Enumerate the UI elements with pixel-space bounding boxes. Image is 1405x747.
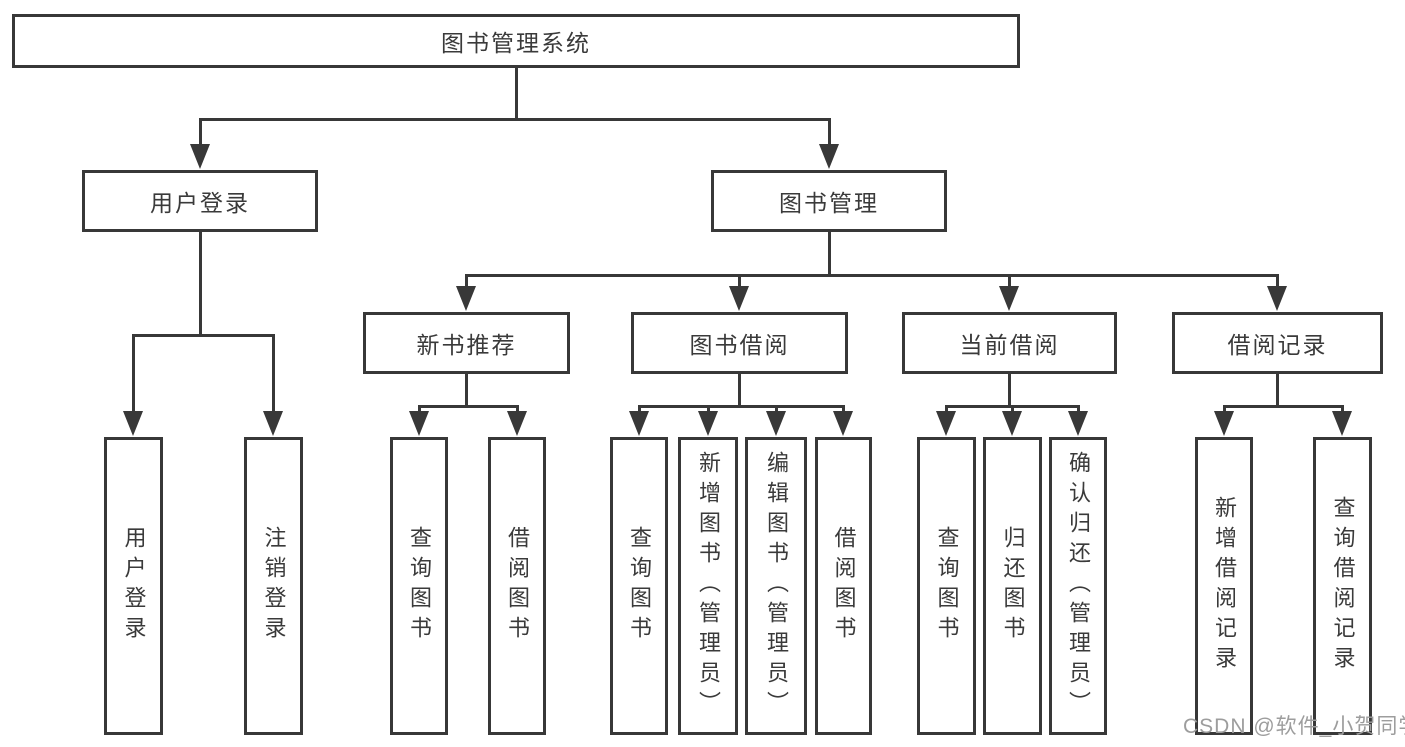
connector-line <box>1276 275 1279 292</box>
leaf-logout: 注销登录 <box>244 437 303 735</box>
node-label: 当前借阅 <box>959 332 1060 358</box>
arrowhead-down-icon <box>766 411 786 436</box>
connector-line <box>828 119 831 148</box>
watermark: CSDN @软件_小贺同学 <box>1183 715 1405 738</box>
connector-line <box>945 405 1080 408</box>
arrowhead-down-icon <box>999 286 1019 311</box>
arrowhead-down-icon <box>1332 411 1352 436</box>
connector-line <box>1008 374 1011 408</box>
leaf-add-book-admin: 新增图书（管理员） <box>678 437 738 735</box>
node-label: 用户登录 <box>150 190 250 216</box>
arrowhead-down-icon <box>190 144 210 169</box>
connector-line <box>465 275 468 292</box>
leaf-confirm-return-admin: 确认归还（管理员） <box>1049 437 1107 735</box>
arrowhead-down-icon <box>456 286 476 311</box>
connector-line <box>515 68 518 121</box>
node-label: 新增图书（管理员） <box>696 451 721 721</box>
connector-line <box>465 374 468 408</box>
leaf-edit-book-admin: 编辑图书（管理员） <box>745 437 807 735</box>
leaf-add-borrow-record: 新增借阅记录 <box>1195 437 1253 735</box>
connector-line <box>199 232 202 337</box>
node-label: 查询图书 <box>627 526 652 646</box>
arrowhead-down-icon <box>833 411 853 436</box>
node-user-login: 用户登录 <box>82 170 318 232</box>
connector-line <box>1011 406 1014 414</box>
leaf-borrow-book-recommend: 借阅图书 <box>488 437 546 735</box>
arrowhead-down-icon <box>1267 286 1287 311</box>
node-label: 编辑图书（管理员） <box>764 451 789 721</box>
leaf-borrow-book: 借阅图书 <box>815 437 872 735</box>
connector-line <box>199 118 831 121</box>
arrowhead-down-icon <box>729 286 749 311</box>
leaf-query-book-current: 查询图书 <box>917 437 976 735</box>
arrowhead-down-icon <box>123 411 143 436</box>
arrowhead-down-icon <box>1068 411 1088 436</box>
node-label: 新书推荐 <box>416 332 517 358</box>
connector-line <box>132 334 275 337</box>
connector-line <box>738 374 741 408</box>
node-current-borrow: 当前借阅 <box>902 312 1117 374</box>
leaf-query-borrow-record: 查询借阅记录 <box>1313 437 1372 735</box>
connector-line <box>638 405 845 408</box>
connector-line <box>418 405 519 408</box>
node-root: 图书管理系统 <box>12 14 1020 68</box>
connector-line <box>1077 406 1080 414</box>
connector-line <box>465 274 1279 277</box>
node-new-book-recommend: 新书推荐 <box>363 312 570 374</box>
arrowhead-down-icon <box>1002 411 1022 436</box>
node-label: 查询借阅记录 <box>1330 496 1356 676</box>
connector-line <box>516 406 519 414</box>
node-borrow-records: 借阅记录 <box>1172 312 1383 374</box>
leaf-query-book-borrow: 查询图书 <box>610 437 668 735</box>
node-label: 注销登录 <box>261 526 287 646</box>
node-label: 归还图书 <box>1000 526 1026 646</box>
connector-line <box>132 335 135 414</box>
arrowhead-down-icon <box>629 411 649 436</box>
connector-line <box>1341 406 1344 414</box>
connector-line <box>738 275 741 292</box>
node-label: 借阅图书 <box>505 526 530 646</box>
node-label: 借阅图书 <box>831 526 857 646</box>
node-book-management: 图书管理 <box>711 170 947 232</box>
node-label: 借阅记录 <box>1227 332 1328 358</box>
leaf-query-book-recommend: 查询图书 <box>390 437 448 735</box>
connector-line <box>842 406 845 414</box>
arrowhead-down-icon <box>819 144 839 169</box>
leaf-return-book: 归还图书 <box>983 437 1042 735</box>
connector-line <box>945 406 948 414</box>
node-label: 查询图书 <box>934 526 960 646</box>
connector-line <box>638 406 641 414</box>
connector-line <box>1008 275 1011 292</box>
connector-line <box>1223 405 1344 408</box>
node-label: 查询图书 <box>407 526 432 646</box>
node-label: 用户登录 <box>121 526 147 646</box>
connector-line <box>199 119 202 148</box>
node-book-borrow: 图书借阅 <box>631 312 848 374</box>
connector-line <box>272 335 275 414</box>
node-label: 新增借阅记录 <box>1212 496 1237 676</box>
arrowhead-down-icon <box>263 411 283 436</box>
node-label: 图书借阅 <box>689 332 790 358</box>
connector-line <box>775 406 778 414</box>
connector-line <box>1276 374 1279 408</box>
connector-line <box>1223 406 1226 414</box>
arrowhead-down-icon <box>698 411 718 436</box>
arrowhead-down-icon <box>1214 411 1234 436</box>
arrowhead-down-icon <box>409 411 429 436</box>
node-label: 确认归还（管理员） <box>1066 451 1091 721</box>
arrowhead-down-icon <box>507 411 527 436</box>
connector-line <box>828 232 831 277</box>
connector-line <box>418 406 421 414</box>
connector-line <box>707 406 710 414</box>
leaf-user-login: 用户登录 <box>104 437 163 735</box>
arrowhead-down-icon <box>936 411 956 436</box>
node-label: 图书管理 <box>779 190 879 216</box>
node-label: 图书管理系统 <box>441 30 591 56</box>
